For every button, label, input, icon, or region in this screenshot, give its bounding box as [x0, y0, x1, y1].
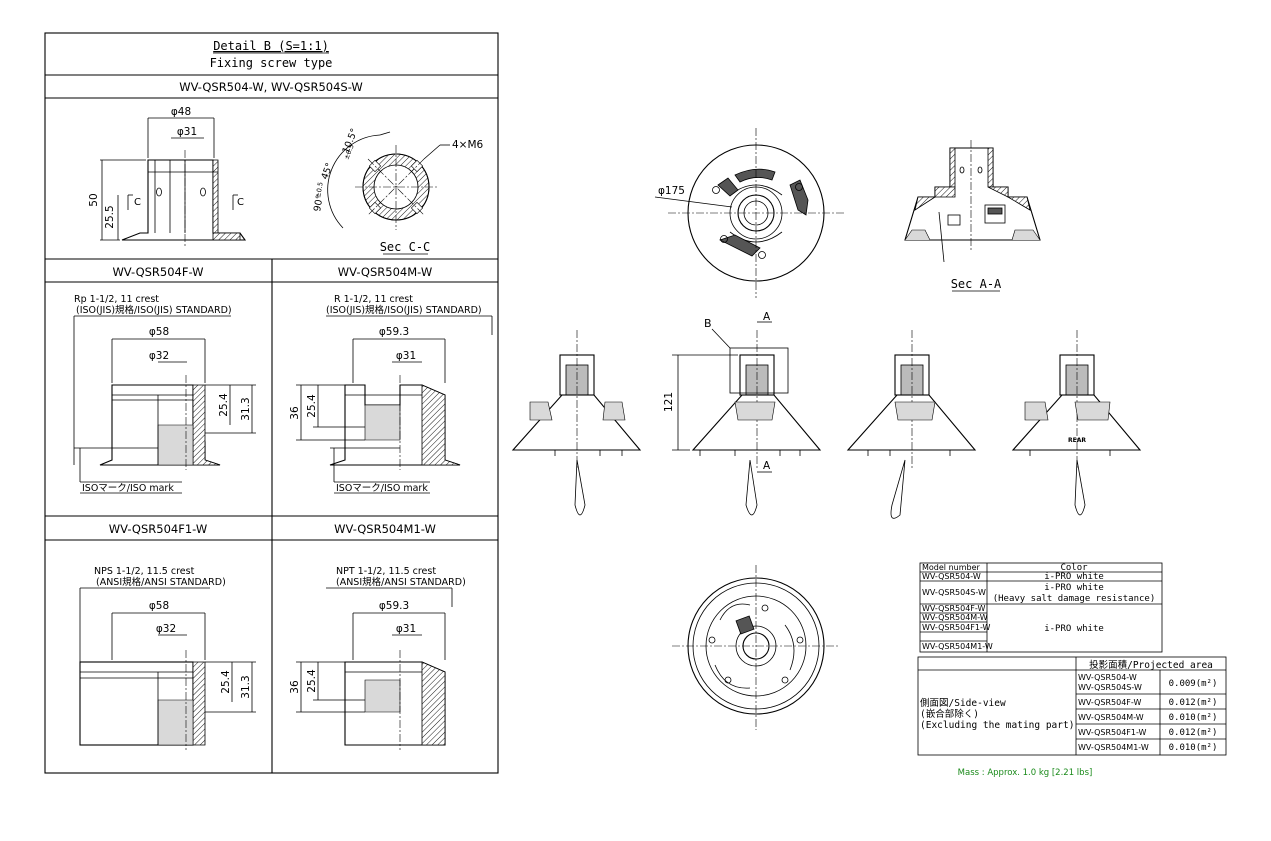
inner-dia-f1: φ32	[156, 623, 176, 635]
dim-b-f: 31.3	[240, 397, 252, 420]
thread-m: R 1-1/2, 11 crest	[334, 294, 413, 305]
sec-c-c-label: Sec C-C	[380, 240, 431, 254]
detail-title: Detail B (S=1:1)	[213, 39, 329, 53]
side-view-1	[511, 330, 642, 516]
section-model-m: WV-QSR504M-W	[338, 265, 432, 279]
angle-mid: 45°	[319, 161, 335, 181]
dim-b-m: 36	[289, 406, 301, 420]
adapter-f-drawing: Rp 1-1/2, 11 crest (ISO(JIS)規格/ISO(JIS) …	[73, 294, 256, 494]
section-model-f: WV-QSR504F-W	[112, 265, 203, 279]
rear-label: REAR	[1068, 437, 1086, 444]
inner-dia-m1: φ31	[396, 623, 416, 635]
cut-label-right: C	[237, 197, 244, 208]
section-c-c: 4×M6 10.5° ±0.5 45° 90° ±0.5 Sec C-C	[312, 127, 484, 255]
dim-a-f: 25.4	[218, 393, 230, 417]
top-diameter: φ175	[658, 185, 685, 197]
area-row-1-model-b: WV-QSR504S-W	[1078, 683, 1142, 692]
callout-a-bottom: A	[763, 460, 771, 472]
color-row-1-model: WV-QSR504-W	[922, 572, 981, 581]
angle-big: 90°	[312, 194, 326, 212]
dim-half-height: 25.5	[104, 205, 116, 228]
standard-m1: (ANSI規格/ANSI STANDARD)	[336, 576, 466, 588]
area-row-3-model: WV-QSR504M-W	[1078, 713, 1144, 722]
dim-a-m: 25.4	[306, 394, 318, 418]
angle-big-tol: ±0.5	[314, 181, 325, 198]
dim-outer-dia: φ48	[171, 106, 191, 118]
area-row-3-value: 0.010(m²)	[1169, 713, 1218, 723]
color-table-header-model: Model number	[922, 563, 980, 572]
color-row-2-color: i-PRO white	[1044, 583, 1104, 593]
section-model-main: WV-QSR504-W, WV-QSR504S-W	[179, 80, 363, 94]
color-table: Model number Color WV-QSR504-W i-PRO whi…	[919, 562, 1163, 653]
area-row-4-model: WV-QSR504F1-W	[1078, 728, 1147, 737]
area-header: 投影面積/Projected area	[1089, 659, 1213, 671]
detail-panel: Detail B (S=1:1) Fixing screw type WV-QS…	[44, 32, 499, 774]
outer-dia-f: φ58	[149, 326, 169, 338]
area-row-2-value: 0.012(m²)	[1169, 698, 1218, 708]
mass-note: Mass : Approx. 1.0 kg [2.21 lbs]	[958, 768, 1093, 778]
area-table: 投影面積/Projected area 側面図/Side-view (嵌合部除く…	[917, 656, 1227, 756]
adapter-m1-drawing: NPT 1-1/2, 11.5 crest (ANSI規格/ANSI STAND…	[289, 566, 466, 750]
adapter-side-view: φ48 φ31 50 25.5 C C	[88, 106, 247, 248]
area-row-5-value: 0.010(m²)	[1169, 743, 1218, 753]
callout-b: B	[704, 317, 712, 330]
dim-height: 50	[88, 193, 100, 206]
color-row-1-color: i-PRO white	[1044, 572, 1104, 582]
section-model-m1: WV-QSR504M1-W	[334, 522, 436, 536]
detail-subtitle: Fixing screw type	[210, 56, 333, 70]
dim-b-m1: 36	[289, 680, 301, 694]
inner-dia-f: φ32	[149, 350, 169, 362]
color-row-3-model-d: WV-QSR504M1-W	[922, 642, 993, 651]
section-a-a: Sec A-A	[904, 140, 1041, 292]
color-row-3-model-b: WV-QSR504M-W	[922, 613, 988, 622]
callout-a-top: A	[763, 311, 771, 323]
thread-f1: NPS 1-1/2, 11.5 crest	[94, 566, 195, 577]
cut-label-left: C	[134, 197, 141, 208]
section-model-f1: WV-QSR504F1-W	[109, 522, 207, 536]
bottom-view	[672, 565, 840, 730]
dim-a-f1: 25.4	[220, 670, 232, 694]
color-row-3-color: i-PRO white	[1044, 624, 1104, 634]
area-side-label-2: (嵌合部除く)	[920, 708, 979, 720]
screw-spec: 4×M6	[452, 139, 484, 151]
outer-dia-m1: φ59.3	[379, 600, 409, 612]
area-row-4-value: 0.012(m²)	[1169, 728, 1218, 738]
area-row-1-model-a: WV-QSR504-W	[1078, 673, 1137, 682]
inner-dia-m: φ31	[396, 350, 416, 362]
iso-mark-m: ISOマーク/ISO mark	[336, 483, 428, 494]
color-row-2-color-note: (Heavy salt damage resistance)	[993, 594, 1156, 604]
thread-f: Rp 1-1/2, 11 crest	[74, 294, 159, 305]
height-dim: 121	[663, 392, 675, 412]
area-row-2-model: WV-QSR504F-W	[1078, 698, 1141, 707]
side-view-3	[846, 330, 977, 519]
thread-m1: NPT 1-1/2, 11.5 crest	[336, 566, 436, 577]
standard-f1: (ANSI規格/ANSI STANDARD)	[96, 576, 226, 588]
top-view: φ175	[654, 128, 844, 298]
side-view-4: REAR	[1011, 330, 1142, 516]
dim-inner-dia: φ31	[177, 126, 197, 138]
iso-mark-f: ISOマーク/ISO mark	[82, 483, 174, 494]
standard-m: (ISO(JIS)規格/ISO(JIS) STANDARD)	[326, 304, 482, 316]
color-row-3-model-a: WV-QSR504F-W	[922, 604, 985, 613]
area-row-1-value: 0.009(m²)	[1169, 679, 1218, 689]
color-row-3-model-c: WV-QSR504F1-W	[922, 623, 991, 632]
dim-b-f1: 31.3	[240, 675, 252, 698]
adapter-m-drawing: R 1-1/2, 11 crest (ISO(JIS)規格/ISO(JIS) S…	[289, 294, 493, 494]
sec-a-a-label: Sec A-A	[951, 277, 1002, 291]
color-table-header-color: Color	[1060, 563, 1088, 573]
color-row-2-model: WV-QSR504S-W	[922, 588, 986, 597]
standard-f: (ISO(JIS)規格/ISO(JIS) STANDARD)	[76, 304, 232, 316]
side-view-2: 121 B A A	[663, 311, 822, 516]
area-side-label-1: 側面図/Side-view	[920, 697, 1006, 709]
outer-dia-m: φ59.3	[379, 326, 409, 338]
area-row-5-model: WV-QSR504M1-W	[1078, 743, 1149, 752]
outer-dia-f1: φ58	[149, 600, 169, 612]
area-side-label-3: (Excluding the mating part)	[920, 720, 1074, 731]
dim-a-m1: 25.4	[306, 669, 318, 693]
adapter-f1-drawing: NPS 1-1/2, 11.5 crest (ANSI規格/ANSI STAND…	[79, 566, 256, 750]
